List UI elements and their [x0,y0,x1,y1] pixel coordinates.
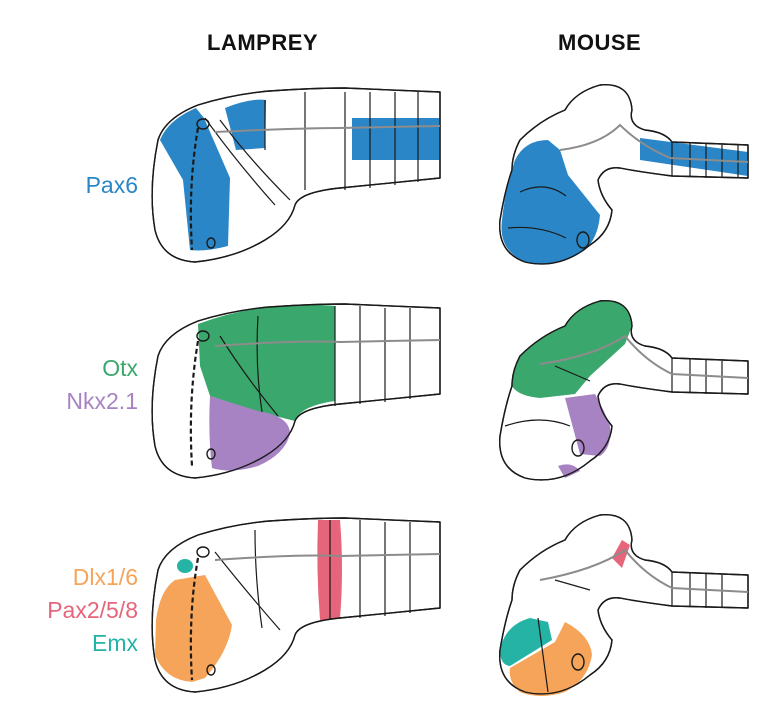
gene-label-dlx1-6: Dlx1/6 [72,564,138,590]
gene-label-pax6: Pax6 [85,172,138,198]
dlx1-6-mouse-expression [509,622,592,696]
otx-lamprey-expression [198,305,335,421]
gene-label-otx: Otx [102,355,138,381]
lamprey-column-header: LAMPREY [207,30,319,55]
emx-lamprey-expression [177,559,193,573]
emx-mouse-expression [500,618,552,666]
row-3-mouse-embryo [499,514,749,696]
dlx1-6-lamprey-expression [155,575,232,682]
row-3-lamprey-embryo [151,517,441,693]
row-1-lamprey-embryo [151,87,441,263]
row-1-mouse-embryo [499,84,749,265]
gene-label-nkx2-1: Nkx2.1 [66,388,138,414]
pax6-mouse-expression [501,138,748,264]
pax6-lamprey-expression [160,99,440,251]
otx-mouse-expression [512,300,632,398]
pax2-5-8-mouse-expression [612,540,630,568]
row-2-lamprey-embryo [151,303,441,479]
gene-label-pax2-5-8: Pax2/5/8 [47,597,138,623]
nkx2-1-lamprey-expression [209,396,290,471]
mouse-column-header: MOUSE [558,30,642,55]
gene-label-emx: Emx [92,630,138,656]
row-2-mouse-embryo [499,300,749,481]
nkx2-1-mouse-expression [558,394,611,478]
